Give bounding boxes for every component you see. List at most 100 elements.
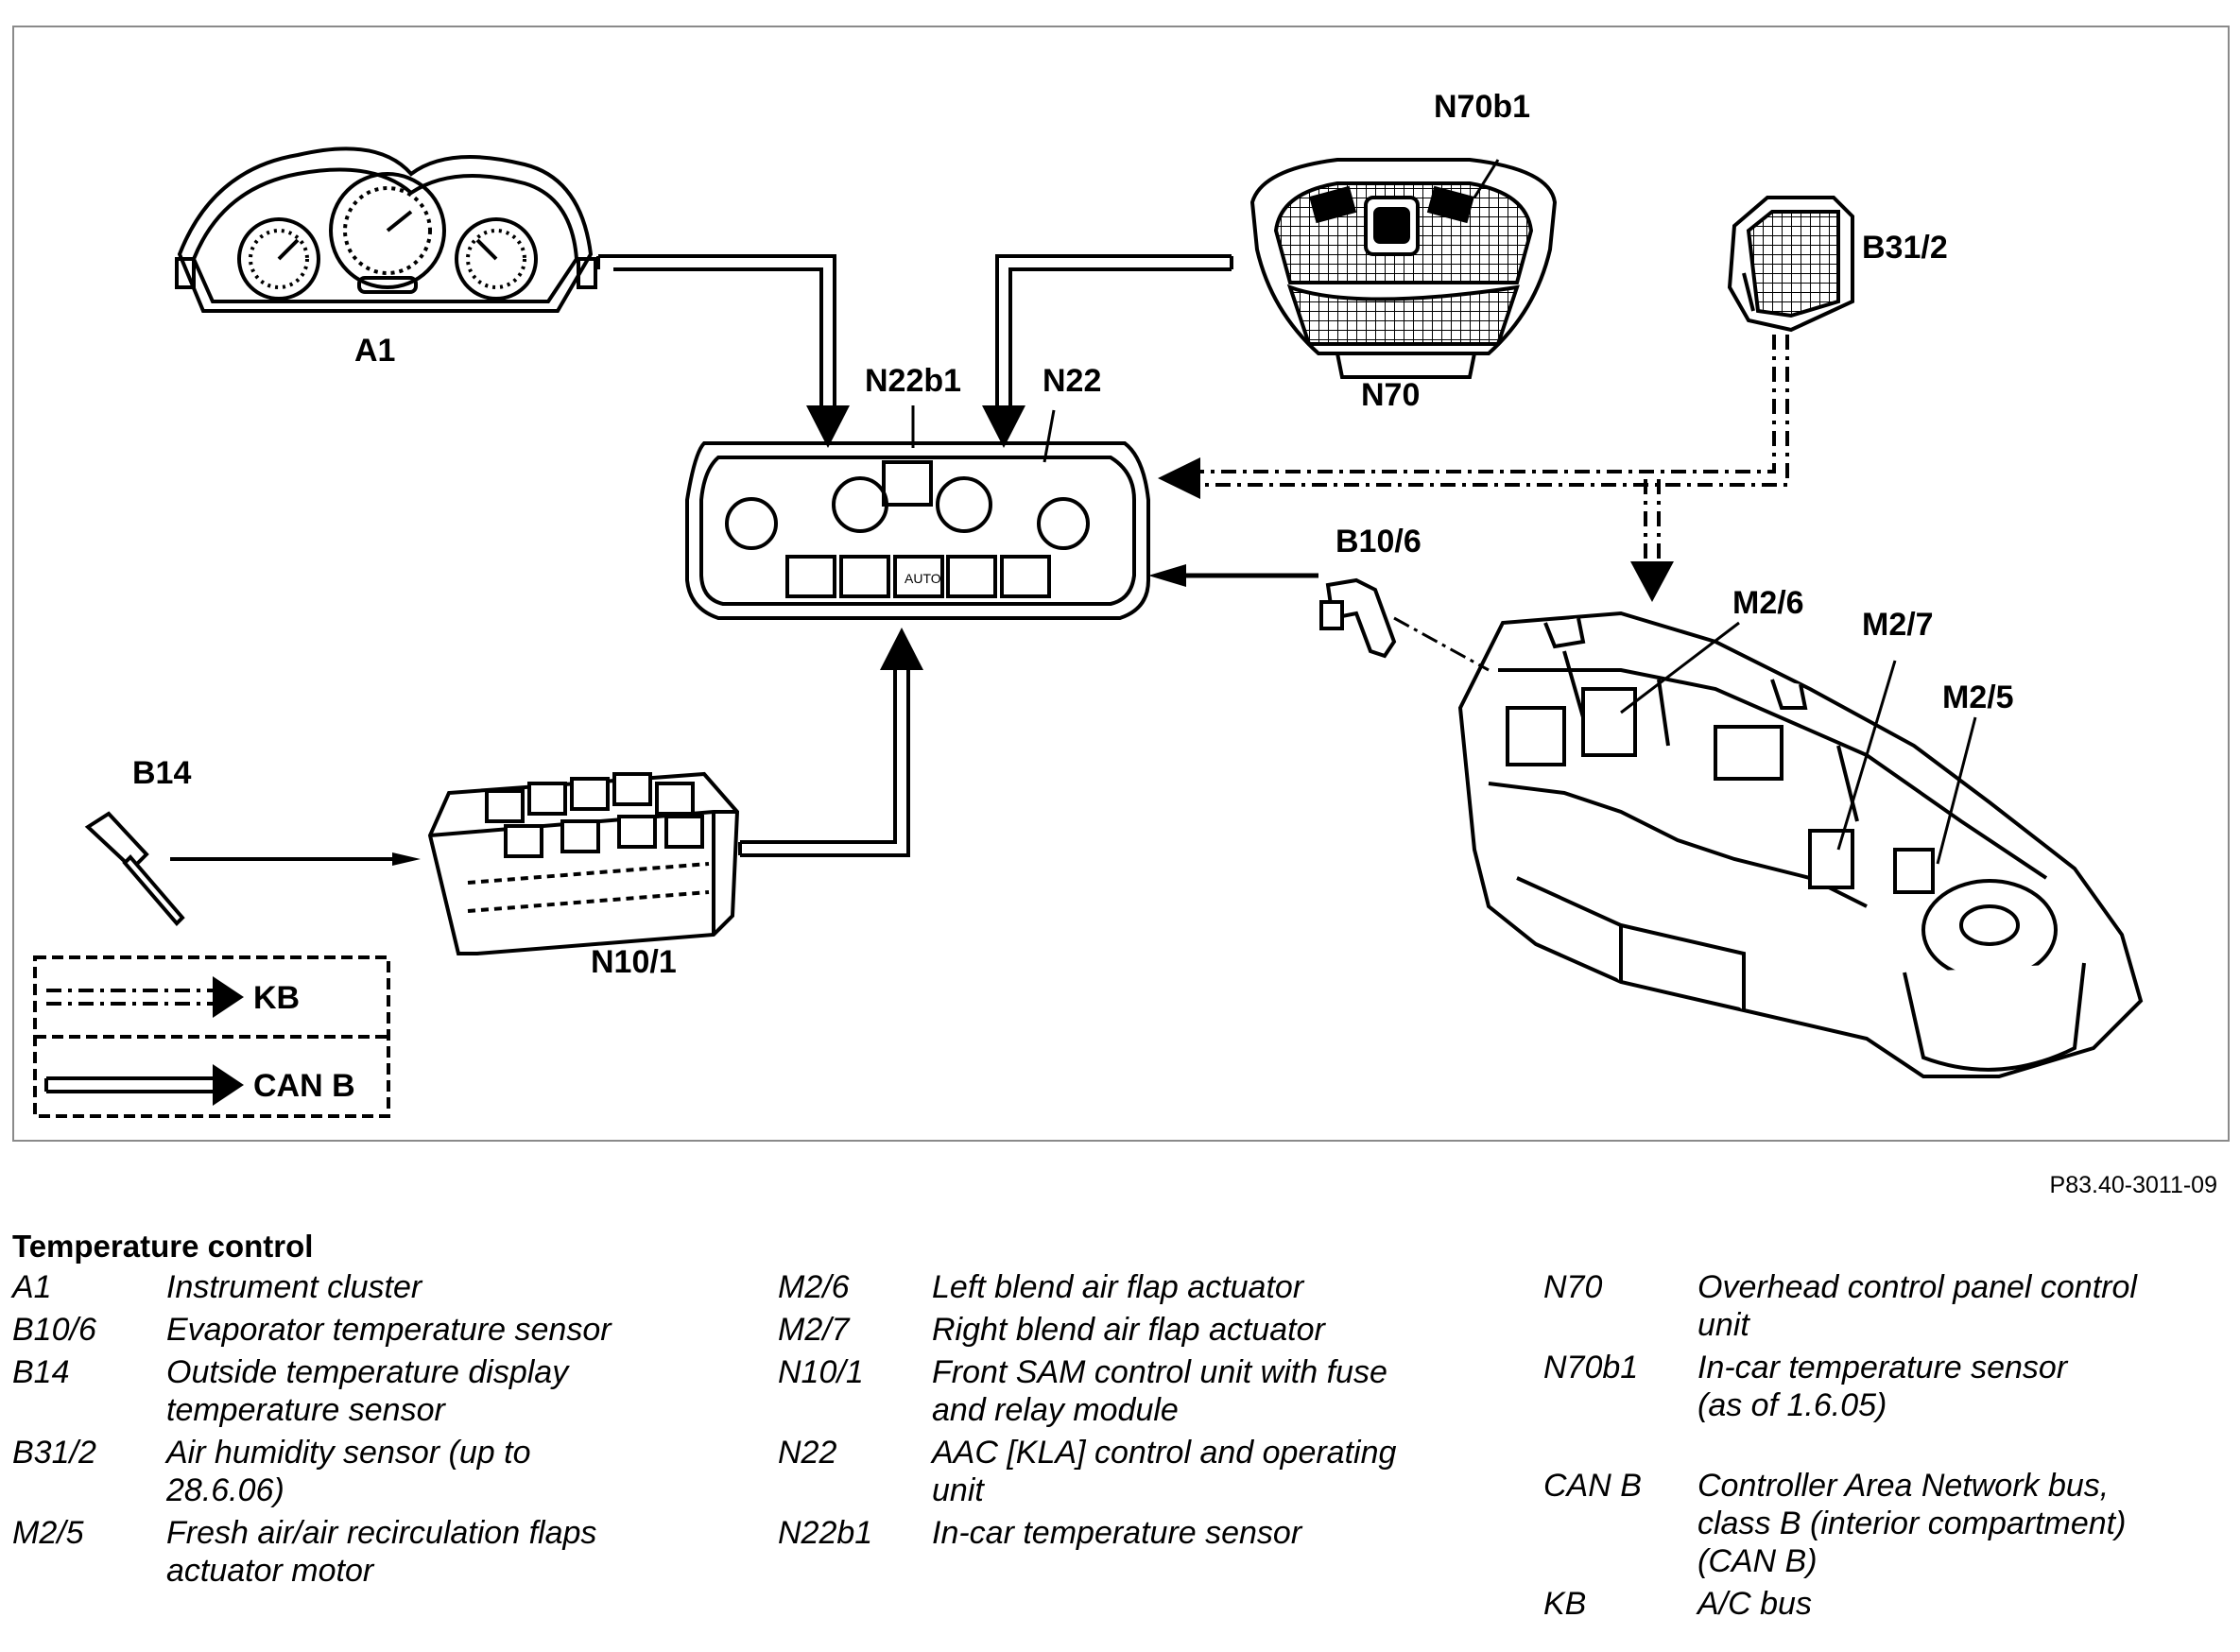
kb-arrowhead-n22 (1158, 457, 1200, 499)
legend-description-line: (as of 1.6.05) (1697, 1387, 1887, 1423)
label-n70b1: N70b1 (1434, 89, 1530, 125)
label-m2-7: M2/7 (1862, 607, 1934, 643)
hvac-housing-assembly (1457, 611, 2144, 1078)
legend-code: N70b1 (1543, 1350, 1639, 1385)
legend-item: B10/6 Evaporator temperature sensor (12, 1311, 612, 1349)
legend-description-line: Evaporator temperature sensor (166, 1312, 612, 1348)
label-n70: N70 (1361, 377, 1420, 413)
label-a1: A1 (354, 333, 395, 369)
can-b-arrow-n10-1-to-n22 (738, 628, 923, 857)
label-n10-1: N10/1 (591, 944, 677, 980)
legend-description-line: Right blend air flap actuator (932, 1312, 1325, 1348)
label-b14: B14 (132, 755, 191, 791)
key-label-can-b: CAN B (253, 1068, 355, 1104)
outside-temp-sensor-b14 (84, 811, 185, 926)
legend-code: B14 (12, 1354, 70, 1390)
legend-item: N22b1 In-car temperature sensor (778, 1514, 1396, 1552)
legend-item: CAN B Controller Area Network bus,class B… (1543, 1467, 2137, 1580)
legend-title: Temperature control (12, 1229, 314, 1264)
legend-description-line: In-car temperature sensor (1697, 1350, 2068, 1385)
label-b10-6: B10/6 (1335, 524, 1422, 559)
wire-b14-to-n10-1 (170, 852, 421, 866)
legend-item: N70b1 In-car temperature sensor(as of 1.6… (1543, 1349, 2137, 1424)
legend-description-line: temperature sensor (166, 1392, 445, 1428)
kb-arrow-to-hvac (1644, 479, 1661, 561)
kb-arrowhead-hvac (1630, 561, 1674, 602)
legend-description-line: Overhead control panel control (1697, 1269, 2137, 1305)
can-b-arrow-a1-to-n22 (596, 254, 850, 448)
legend-code: M2/6 (778, 1269, 850, 1305)
legend-description-line: Controller Area Network bus, (1697, 1468, 2110, 1504)
aac-control-unit-n22: AUTO (685, 441, 1150, 620)
label-n22b1: N22b1 (865, 363, 961, 399)
label-m2-6: M2/6 (1732, 585, 1804, 621)
line-type-key (33, 955, 390, 1118)
legend-description: Instrument cluster (166, 1268, 422, 1306)
legend-description-line: Fresh air/air recirculation flaps (166, 1515, 597, 1551)
legend-code: N10/1 (778, 1354, 864, 1390)
legend-description-line: Instrument cluster (166, 1269, 422, 1305)
legend-description-line: Left blend air flap actuator (932, 1269, 1304, 1305)
legend-description-line: unit (932, 1472, 984, 1508)
legend-code: CAN B (1543, 1468, 1642, 1504)
legend-item: M2/6 Left blend air flap actuator (778, 1268, 1396, 1306)
can-b-arrow-n70-to-n22 (982, 254, 1233, 448)
legend-code: A1 (12, 1269, 52, 1305)
legend-description: Right blend air flap actuator (932, 1311, 1325, 1349)
legend-description-line: unit (1697, 1307, 1749, 1343)
legend-description-line: Outside temperature display (166, 1354, 569, 1390)
svg-text:AUTO: AUTO (905, 571, 941, 586)
legend-code: B10/6 (12, 1312, 96, 1348)
legend-description-line: Front SAM control unit with fuse (932, 1354, 1387, 1390)
legend-description-line: (CAN B) (1697, 1543, 1818, 1579)
legend-description-line: actuator motor (166, 1553, 374, 1589)
evaporator-sensor-b10-6 (1319, 577, 1397, 659)
legend-description-line: class B (interior compartment) (1697, 1506, 2127, 1541)
wire-b10-6-to-n22 (1148, 564, 1318, 587)
legend-code: N70 (1543, 1269, 1603, 1305)
leader-lines (911, 159, 1977, 865)
legend-code: M2/5 (12, 1515, 84, 1551)
legend-description: In-car temperature sensor (932, 1514, 1301, 1552)
overhead-control-panel-n70 (1249, 158, 1558, 379)
instrument-cluster-a1 (175, 146, 597, 313)
kb-arrow-b31-2-to-n22 (1200, 335, 1789, 487)
legend-code: N22b1 (778, 1515, 873, 1551)
legend-item: A1 Instrument cluster (12, 1268, 612, 1306)
legend-description: Evaporator temperature sensor (166, 1311, 612, 1349)
wiring-diagram: AUTO (12, 26, 2230, 1142)
label-m2-5: M2/5 (1942, 680, 2014, 715)
legend-description: Left blend air flap actuator (932, 1268, 1303, 1306)
legend-code: B31/2 (12, 1435, 96, 1471)
legend-description-line: In-car temperature sensor (932, 1515, 1302, 1551)
legend-description-line: AAC [KLA] control and operating (932, 1435, 1397, 1471)
legend-description: In-car temperature sensor(as of 1.6.05) (1697, 1349, 2067, 1424)
legend-description: Controller Area Network bus,class B (int… (1697, 1467, 2126, 1580)
legend-description-line: 28.6.06) (166, 1472, 284, 1508)
label-b31-2: B31/2 (1862, 230, 1948, 266)
key-label-kb: KB (253, 980, 300, 1016)
label-n22: N22 (1042, 363, 1101, 399)
legend-code: N22 (778, 1435, 837, 1471)
legend-description-line: Air humidity sensor (up to (166, 1435, 531, 1471)
legend-description: A/C bus (1697, 1585, 1812, 1623)
figure-reference-id: P83.40-3011-09 (2049, 1172, 2217, 1198)
humidity-sensor-b31-2 (1727, 196, 1854, 333)
